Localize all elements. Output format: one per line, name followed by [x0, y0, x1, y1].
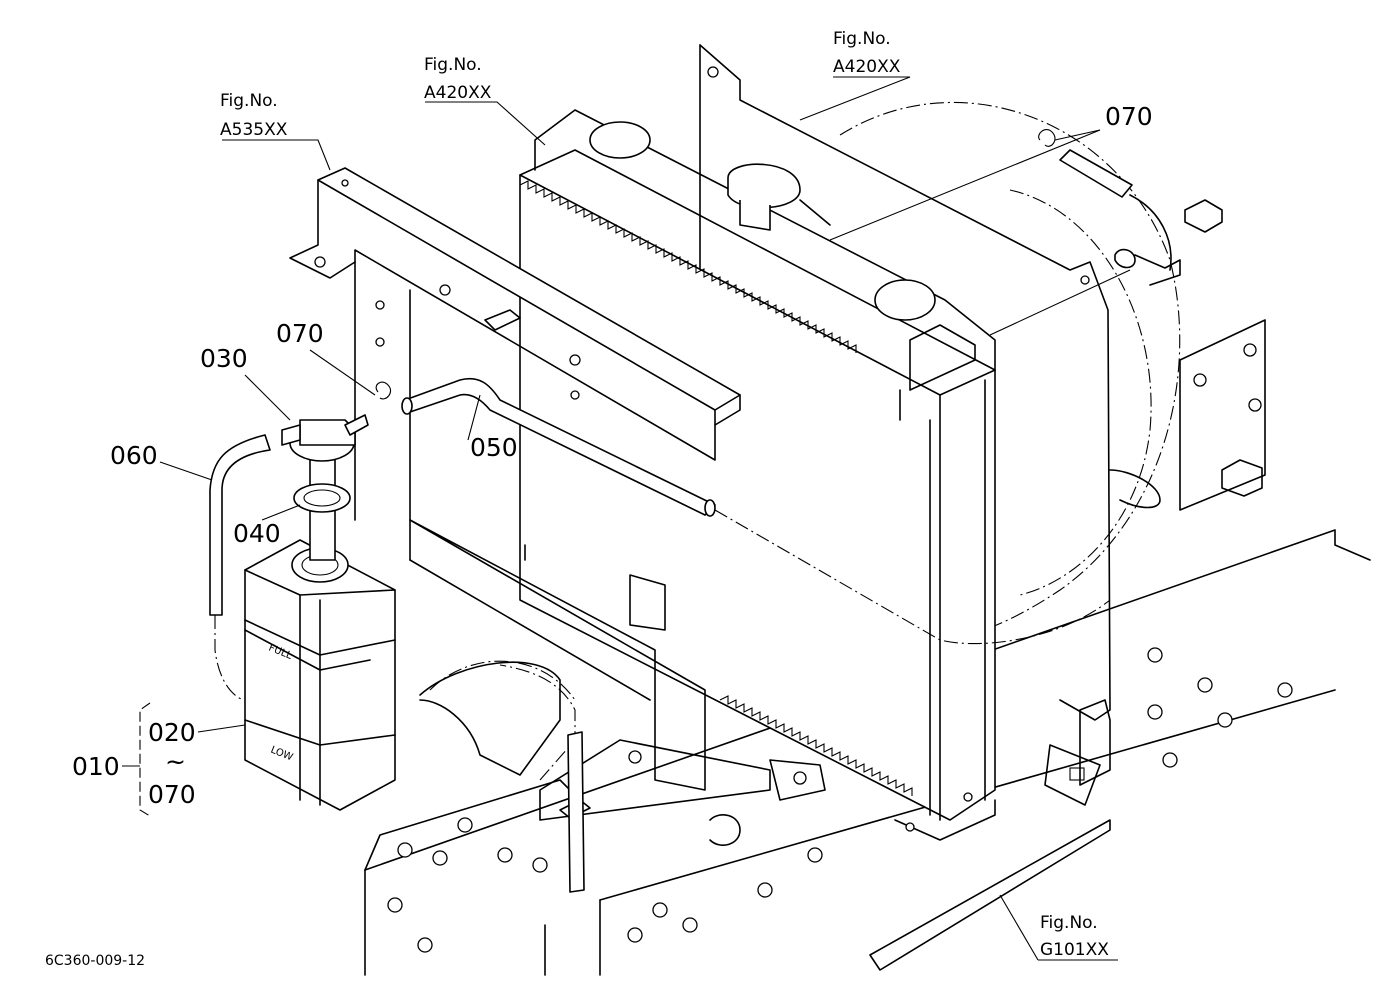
- reserve-tank: FULL LOW: [244, 539, 396, 811]
- fig-ref-a420xx-right-line1: Fig.No.: [833, 29, 891, 49]
- part-label-060: 060: [110, 441, 158, 470]
- overflow-hose: [401, 378, 1111, 645]
- drain-hose: [209, 434, 585, 893]
- part-range-separator: ~: [165, 747, 186, 776]
- part-label-070-clip: 070: [276, 319, 324, 348]
- part-label-040: 040: [233, 519, 281, 548]
- part-label-070-range: 070: [148, 780, 196, 809]
- fig-ref-a420xx-left: Fig.No. A420XX: [424, 55, 492, 103]
- drawing-code: 6C360-009-12: [45, 953, 145, 969]
- part-label-030: 030: [200, 344, 248, 373]
- leader-lines: [122, 76, 1131, 961]
- fig-ref-a535xx-line1: Fig.No.: [220, 91, 278, 111]
- fig-ref-a420xx-right: Fig.No. A420XX: [833, 29, 901, 77]
- top-hose: [375, 129, 1223, 400]
- part-label-020: 020: [148, 718, 196, 747]
- part-label-070-top: 070: [1105, 102, 1153, 131]
- fig-ref-g101xx-line1: Fig.No.: [1040, 913, 1098, 933]
- fig-ref-a535xx-line2: A535XX: [220, 120, 288, 140]
- part-label-050: 050: [470, 433, 518, 462]
- fan-shroud: [699, 44, 1181, 806]
- chassis-frame: [364, 319, 1371, 976]
- radiator: [519, 109, 996, 841]
- tank-cap-assembly: [281, 414, 369, 561]
- support-frame: [289, 167, 826, 821]
- fig-ref-a420xx-left-line1: Fig.No.: [424, 55, 482, 75]
- part-label-010: 010: [72, 752, 120, 781]
- fig-ref-a535xx: Fig.No. A535XX: [220, 91, 288, 140]
- fig-ref-g101xx-line2: G101XX: [1040, 940, 1109, 960]
- fig-ref-a420xx-right-line2: A420XX: [833, 57, 901, 77]
- fig-ref-g101xx: Fig.No. G101XX: [1040, 913, 1109, 960]
- lower-duct: [419, 660, 741, 846]
- fig-ref-a420xx-left-line2: A420XX: [424, 83, 492, 103]
